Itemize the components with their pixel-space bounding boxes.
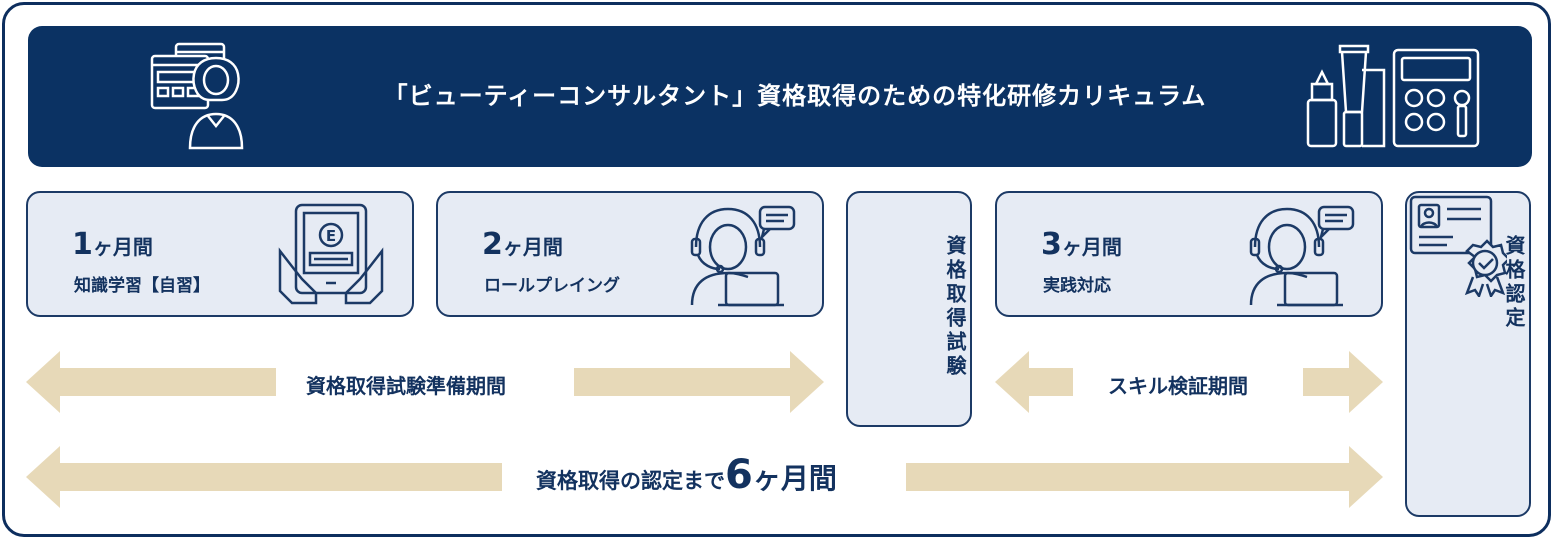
step-2-number: 2 (482, 227, 503, 262)
svg-text:E: E (326, 227, 336, 245)
step-3-unit: ヶ月間 (1061, 235, 1122, 259)
step-2-label: ロールプレイング (484, 276, 620, 296)
total-period-prefix: 資格取得の認定まで (536, 469, 725, 493)
step-2-unit: ヶ月間 (502, 235, 563, 259)
step-2-duration: 2ヶ月間 (482, 227, 563, 262)
operator-headset-icon (1249, 205, 1355, 307)
exam-label: 資格取得試験 (943, 235, 967, 379)
total-period-arrow (26, 446, 1383, 508)
step-3-number: 3 (1041, 227, 1062, 262)
step-1-label: 知識学習【自習】 (74, 276, 210, 296)
certification-label: 資格認定 (1502, 235, 1526, 331)
web-user-icon (150, 42, 244, 150)
certification-card: 資格認定 (1405, 191, 1531, 517)
step-1-duration: 1ヶ月間 (72, 227, 153, 262)
tablet-e-learning-icon: E (278, 203, 384, 305)
exam-card: 資格取得試験 (846, 191, 972, 427)
step-1-number: 1 (72, 227, 93, 262)
skill-period-arrow (995, 351, 1383, 413)
skill-period-label: スキル検証期間 (1108, 374, 1248, 398)
total-period-number: 6 (725, 452, 753, 498)
total-period-unit: ヶ月間 (752, 462, 837, 495)
total-period-label: 資格取得の認定まで6ヶ月間 (536, 452, 837, 498)
prep-period-label: 資格取得試験準備期間 (306, 374, 506, 398)
certificate-badge-icon (1409, 195, 1511, 299)
step-3-label: 実践対応 (1043, 276, 1111, 296)
banner-title: 「ビューティーコンサルタント」資格取得のための特化研修カリキュラム (383, 82, 1207, 110)
certification-label-wrap: 資格認定 (1407, 235, 1529, 331)
prep-period-arrow (26, 351, 824, 413)
exam-label-wrap: 資格取得試験 (848, 235, 970, 379)
step-card-1: 1ヶ月間 知識学習【自習】 E (26, 191, 414, 317)
step-3-duration: 3ヶ月間 (1041, 227, 1122, 262)
step-1-unit: ヶ月間 (92, 235, 153, 259)
cosmetics-icon (1306, 44, 1480, 148)
step-card-3: 3ヶ月間 実践対応 (995, 191, 1383, 317)
curriculum-banner: 「ビューティーコンサルタント」資格取得のための特化研修カリキュラム (28, 26, 1532, 167)
operator-headset-icon (690, 205, 796, 307)
step-card-2: 2ヶ月間 ロールプレイング (436, 191, 824, 317)
